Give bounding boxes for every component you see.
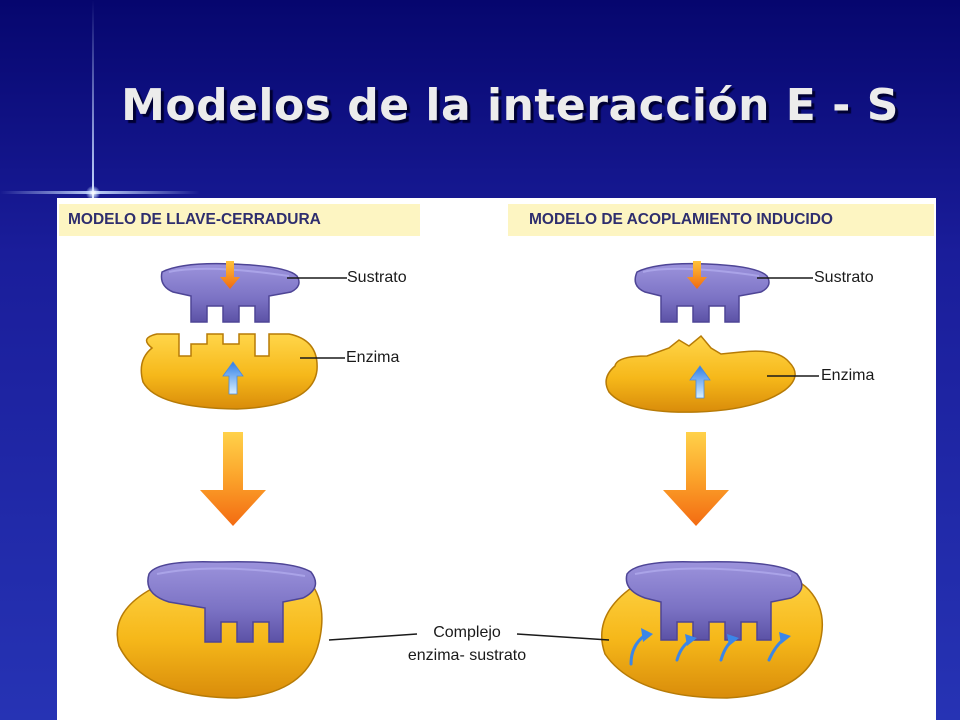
complex-label-line2: enzima- sustrato xyxy=(407,647,527,664)
left-substrate-down-arrow xyxy=(220,261,240,289)
left-transition-arrow xyxy=(200,432,266,526)
right-enzyme-up-arrow xyxy=(689,365,711,399)
slide-title: Modelos de la interacción E - S xyxy=(121,80,899,131)
left-complex-shape xyxy=(116,560,323,699)
complex-label-line1: Complejo xyxy=(433,624,501,641)
right-enzyme-label: Enzima xyxy=(821,367,875,384)
right-transition-arrow xyxy=(663,432,729,526)
right-substrate-label: Sustrato xyxy=(814,269,874,286)
left-enzyme-label: Enzima xyxy=(346,349,400,366)
light-flare-center xyxy=(86,186,100,200)
right-complex-shape xyxy=(601,561,824,699)
right-substrate-down-arrow xyxy=(687,261,707,289)
left-substrate-label: Sustrato xyxy=(347,269,407,286)
right-substrate-shape xyxy=(634,262,770,323)
induced-fit-model-heading: MODELO DE ACOPLAMIENTO INDUCIDO xyxy=(508,204,934,236)
light-flare-horizontal xyxy=(0,191,200,194)
enzyme-substrate-illustration xyxy=(116,261,824,699)
light-flare-vertical xyxy=(92,0,94,200)
left-enzyme-up-arrow xyxy=(222,361,244,395)
induced-fit-arrowheads xyxy=(641,628,791,646)
lock-key-model-heading: MODELO DE LLAVE-CERRADURA xyxy=(59,204,420,236)
leader-lines xyxy=(287,277,819,641)
diagram-panel: MODELO DE LLAVE-CERRADURA MODELO DE ACOP… xyxy=(57,198,936,720)
left-substrate-shape xyxy=(160,262,300,323)
